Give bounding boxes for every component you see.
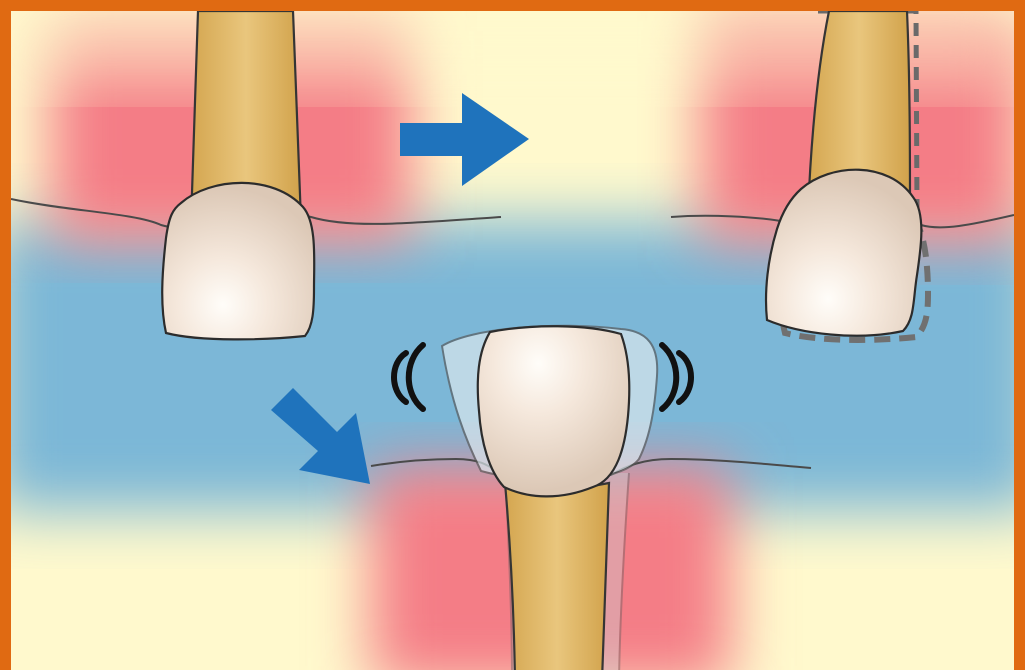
extruding-tooth-root bbox=[505, 483, 609, 670]
arrow-right-icon bbox=[400, 93, 529, 186]
extruding-tooth-crown bbox=[478, 326, 630, 496]
normal-tooth-crown bbox=[162, 183, 314, 340]
tooth-diagram bbox=[11, 11, 1014, 670]
